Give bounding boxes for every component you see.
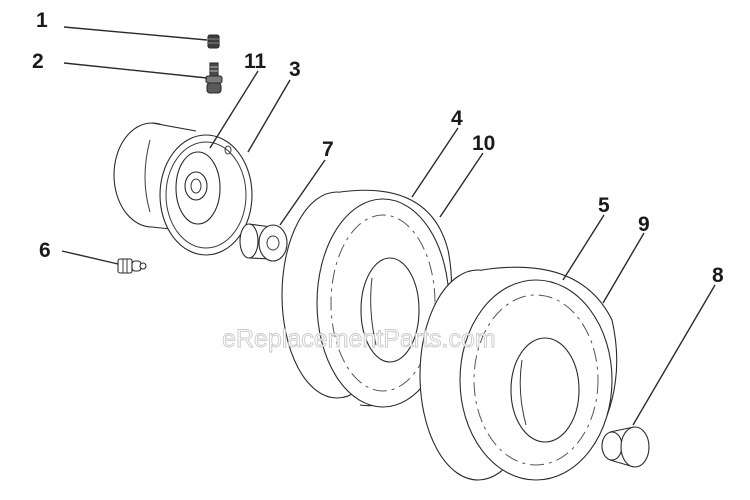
callout-2[interactable]: 2: [32, 50, 44, 73]
callout-labels: 1 2 3 4 5 6 7 8 9 10 11: [32, 9, 724, 287]
leader-11: [209, 70, 259, 149]
callout-4[interactable]: 4: [451, 107, 463, 130]
hub-cap-part[interactable]: [601, 426, 650, 468]
callout-9[interactable]: 9: [638, 213, 650, 236]
leader-9: [602, 232, 645, 304]
callout-7[interactable]: 7: [322, 138, 334, 161]
leader-3: [247, 79, 291, 153]
leader-2: [63, 62, 208, 79]
leader-5: [562, 214, 605, 281]
wheel-rim-part[interactable]: [113, 122, 253, 256]
callout-8[interactable]: 8: [712, 264, 724, 287]
leader-10: [439, 152, 484, 218]
callout-5[interactable]: 5: [598, 194, 610, 217]
bushing-part[interactable]: [239, 223, 288, 262]
leader-1: [63, 26, 208, 41]
leader-6: [61, 250, 119, 265]
leader-7: [279, 159, 326, 226]
callout-6[interactable]: 6: [39, 239, 51, 262]
grease-fitting-part[interactable]: [117, 258, 147, 274]
callout-1[interactable]: 1: [36, 9, 48, 32]
callout-3[interactable]: 3: [289, 58, 301, 81]
watermark-text: eReplacementParts.com: [222, 325, 496, 353]
leader-8: [632, 284, 716, 426]
valve-stem-part[interactable]: [205, 62, 223, 94]
rear-tire-part[interactable]: [419, 266, 618, 481]
leader-4: [411, 127, 459, 198]
callout-11[interactable]: 11: [244, 50, 267, 73]
callout-10[interactable]: 10: [472, 132, 495, 155]
leader-lines: [61, 26, 716, 426]
valve-cap-part[interactable]: [207, 34, 220, 49]
